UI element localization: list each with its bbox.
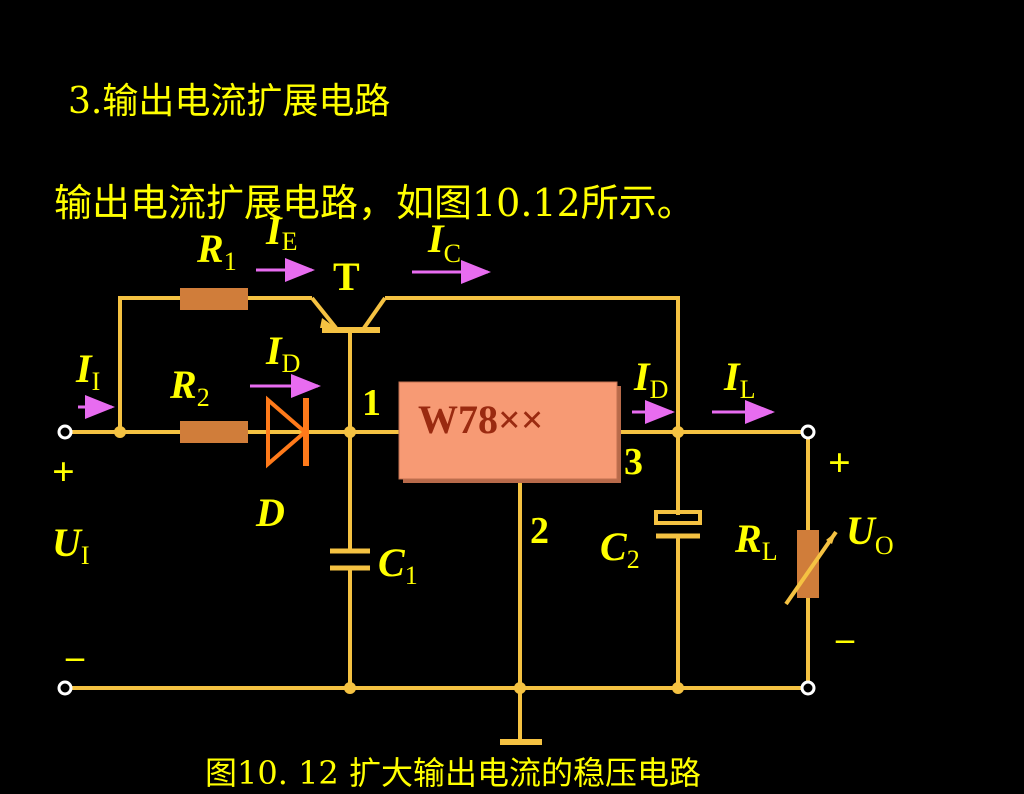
regulator-label: W78×× — [418, 397, 544, 442]
junction-dots — [114, 426, 684, 694]
label-c2: C2 — [600, 524, 640, 574]
label-d: D — [255, 490, 285, 535]
circuit-diagram: W78×× R1 R2 D C1 C2 RL T 1 2 3 IE IC ID … — [52, 208, 894, 745]
label-ii: II — [75, 346, 100, 396]
output-minus: – — [835, 618, 855, 658]
output-terminal-bottom — [800, 680, 816, 696]
label-uo: UO — [846, 508, 894, 560]
label-ic: IC — [427, 216, 461, 268]
terminals — [57, 424, 816, 696]
diode-d — [266, 395, 309, 469]
section-title: 3.输出电流扩展电路 — [68, 81, 391, 122]
label-rl: RL — [734, 516, 778, 566]
input-terminal-bottom — [57, 680, 73, 696]
pin-1: 1 — [362, 382, 381, 424]
current-arrows — [78, 258, 775, 424]
label-r2: R2 — [169, 362, 210, 412]
capacitor-c2 — [654, 510, 702, 539]
transistor-t — [310, 296, 387, 333]
label-c1: C1 — [378, 540, 418, 590]
input-minus: – — [65, 636, 85, 676]
output-plus: + — [828, 440, 851, 485]
resistor-r2 — [180, 421, 248, 443]
label-ui: UI — [52, 520, 90, 570]
output-terminal-top — [800, 424, 816, 440]
figure-caption: 图10. 12 扩大输出电流的稳压电路 — [205, 754, 701, 792]
intro-text: 输出电流扩展电路，如图10.12所示。 — [54, 181, 695, 225]
capacitor-c1 — [330, 548, 370, 571]
pin-2: 2 — [530, 510, 549, 552]
input-plus: + — [52, 449, 75, 494]
label-id-right: ID — [633, 354, 668, 404]
resistor-r1 — [180, 288, 248, 310]
load-resistor-rl — [784, 530, 838, 606]
label-transistor-t: T — [333, 254, 360, 299]
label-il: IL — [723, 354, 755, 404]
label-id-left: ID — [265, 328, 300, 378]
input-terminal-top — [57, 424, 73, 440]
label-r1: R1 — [196, 226, 237, 276]
regulator-w78xx: W78×× — [398, 381, 621, 483]
label-ie: IE — [265, 208, 297, 256]
pin-3: 3 — [624, 441, 643, 483]
